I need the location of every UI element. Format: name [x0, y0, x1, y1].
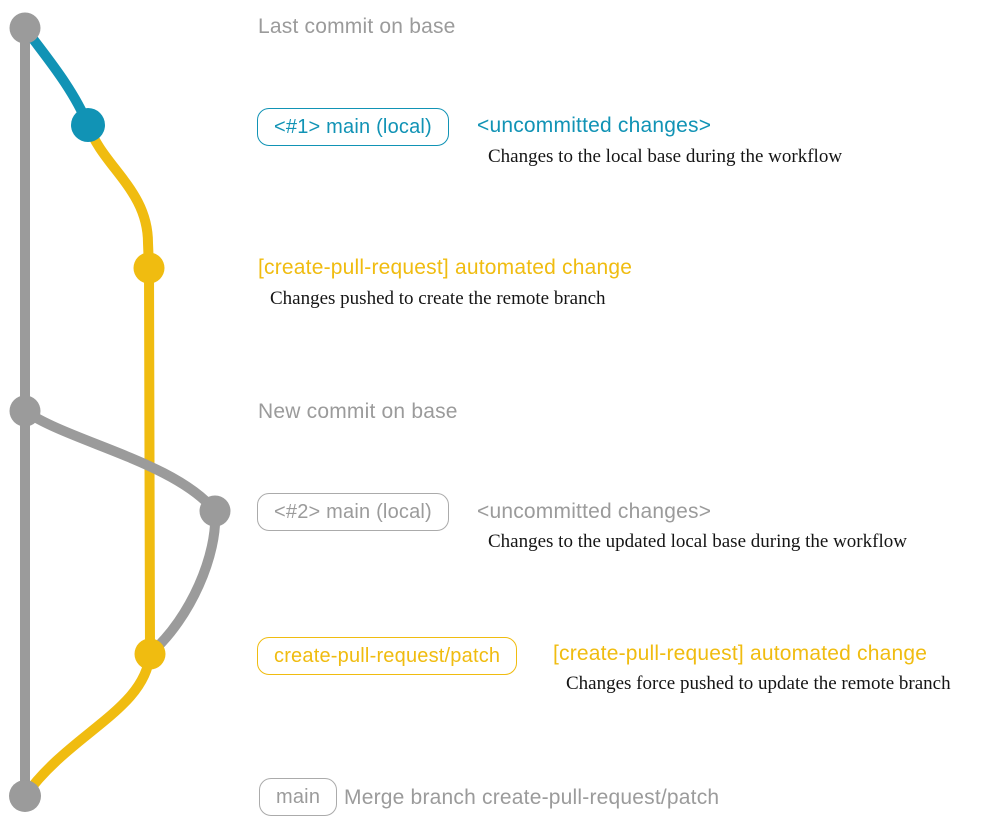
commit-node-patch-2 [134, 638, 166, 670]
badge-patch-branch: create-pull-request/patch [257, 637, 518, 675]
label-new-commit: New commit on base [258, 400, 458, 423]
badge-main-local-2: <#2> main (local) [257, 493, 449, 531]
label-uncommitted-2: <uncommitted changes> [477, 500, 712, 523]
commit-node-local-main-2 [199, 495, 231, 527]
label-uncommitted-1: <uncommitted changes> [477, 114, 712, 137]
commit-node-last-base [9, 12, 41, 44]
patch-merge-curve [20, 649, 155, 801]
patch-branch-curve-top [83, 120, 154, 273]
commit-node-new-base [9, 395, 41, 427]
caption-updated-base: Changes to the updated local base during… [488, 531, 907, 552]
badge-main-local-1: <#1> main (local) [257, 108, 449, 146]
label-merge-branch: Merge branch create-pull-request/patch [344, 786, 720, 809]
base-to-local2-curve [20, 406, 220, 516]
local2-to-patch-curve [147, 506, 221, 657]
label-last-commit: Last commit on base [258, 15, 456, 38]
label-automated-change-1: [create-pull-request] automated change [258, 256, 633, 279]
caption-local-base: Changes to the local base during the wor… [488, 146, 843, 167]
label-automated-change-2: [create-pull-request] automated change [553, 642, 928, 665]
caption-pushed-create: Changes pushed to create the remote bran… [270, 288, 606, 309]
caption-force-pushed: Changes force pushed to update the remot… [566, 673, 951, 694]
commit-node-merge [9, 780, 41, 812]
badge-main: main [259, 778, 338, 816]
commit-node-local-main-1 [71, 108, 105, 142]
commit-node-patch-1 [133, 252, 165, 284]
local-main-branch-curve [20, 23, 93, 130]
